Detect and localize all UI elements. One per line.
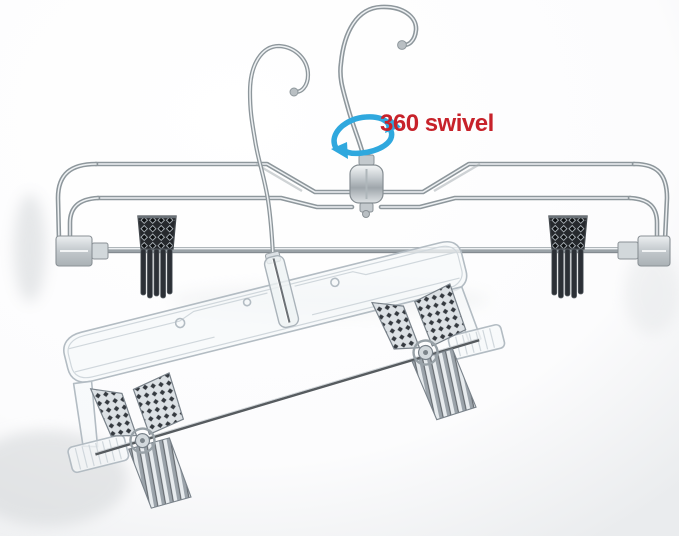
swivel-annotation: 360 swivel	[331, 110, 494, 159]
metal-hanger-frame	[55, 161, 670, 245]
clear-hanger-swivel-hook	[247, 43, 311, 259]
molding-dimple	[242, 297, 252, 307]
rotation-arrow-top	[331, 114, 392, 151]
metal-hanger-swivel-hook	[338, 4, 419, 169]
metal-pants-hanger	[55, 4, 671, 299]
annotation-label: 360 swivel	[380, 110, 494, 137]
bar-end-cap-right	[617, 235, 671, 267]
hook-ball-tip	[289, 87, 299, 97]
hook-ball-tip	[397, 40, 407, 50]
clear-hanger-body-group	[63, 241, 506, 509]
molding-dimple	[174, 317, 186, 329]
rotation-arrowhead-bottom	[331, 142, 348, 159]
clear-plastic-pants-hanger	[63, 43, 506, 509]
molding-dimple	[330, 277, 340, 288]
rotation-arrowhead-top	[385, 116, 401, 133]
bar-end-cap-left	[55, 235, 109, 267]
clear-hanger-clip-right	[370, 283, 477, 421]
metal-hanger-clip-right	[548, 215, 588, 299]
hook-mount-boss	[263, 250, 300, 329]
clear-hanger-clip-left	[89, 372, 192, 509]
rotation-arrows-icon	[331, 114, 401, 159]
metal-hanger-clip-left	[137, 215, 177, 299]
swivel-joint	[349, 154, 384, 218]
